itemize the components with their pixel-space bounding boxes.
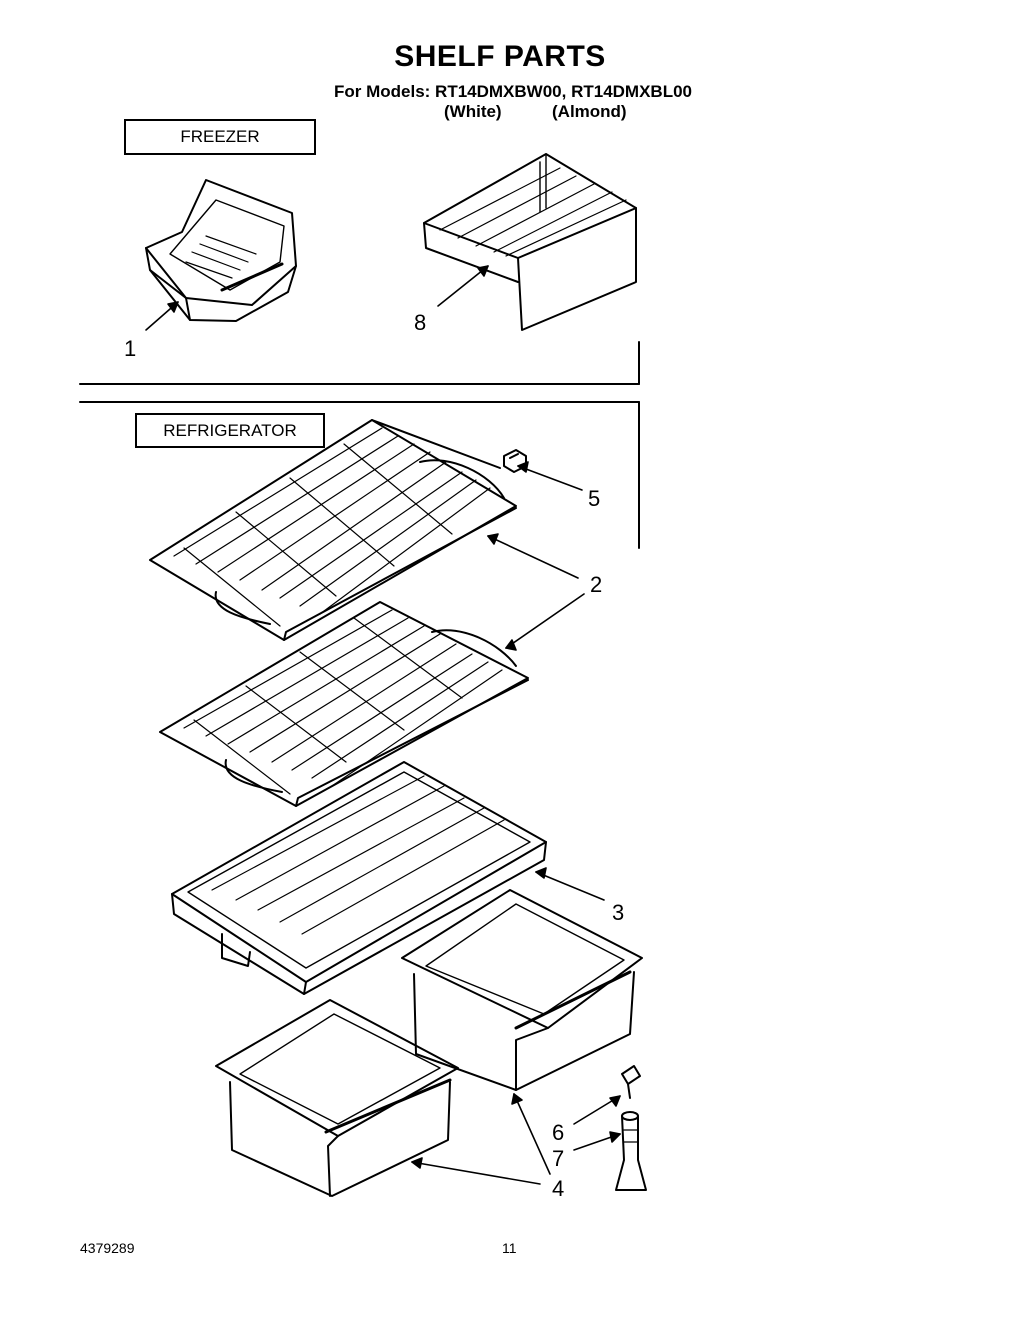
crisper-drawer-right-drawing [401,889,643,1091]
document-number: 4379289 [80,1240,135,1256]
models-line: For Models: RT14DMXBW00, RT14DMXBL00 [334,82,692,101]
leveling-leg-drawing [615,1111,647,1191]
variant-white: (White) [444,102,502,121]
freezer-shelf-drawing [423,153,637,331]
callout-2: 2 [590,572,603,597]
section-dividers [79,341,640,549]
freezer-section-label: FREEZER [124,119,316,155]
callout-4: 4 [552,1176,565,1201]
callout-6: 6 [552,1120,565,1145]
freezer-bin-drawing [145,179,297,322]
crisper-cover-shelf-drawing [171,761,547,995]
callout-3: 3 [612,900,625,925]
callout-1: 1 [124,336,137,361]
crisper-drawer-left-drawing [215,999,459,1197]
variant-almond: (Almond) [552,102,627,121]
page-number: 11 [502,1240,517,1256]
leader-lines [145,265,621,1185]
refrigerator-section-label: REFRIGERATOR [135,413,325,448]
callout-5: 5 [588,486,601,511]
wire-shelf-upper-drawing [149,419,517,641]
page-title: SHELF PARTS [394,40,606,73]
callout-7: 7 [552,1146,565,1171]
roller-pin-drawing [621,1065,641,1099]
wire-shelf-lower-drawing [159,601,529,807]
callout-8: 8 [414,310,427,335]
